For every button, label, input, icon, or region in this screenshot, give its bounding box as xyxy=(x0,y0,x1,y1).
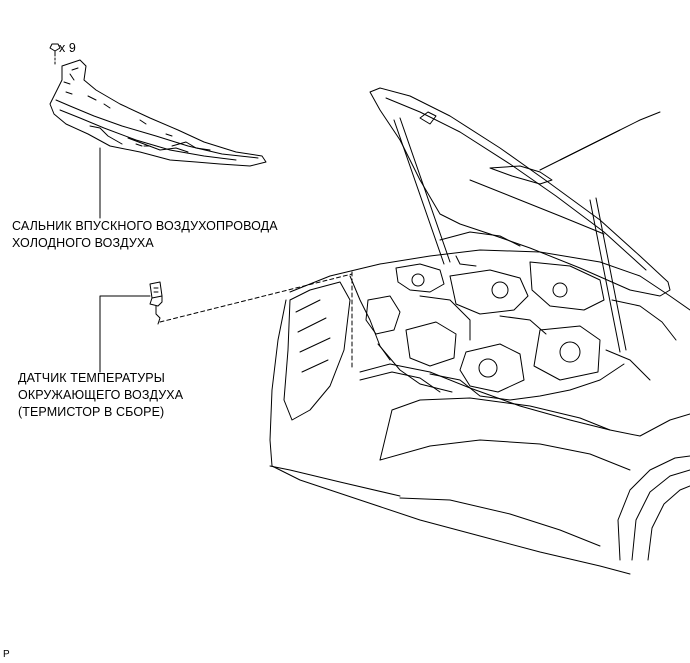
ambient-temperature-sensor-icon xyxy=(149,281,163,325)
seal-label-line-1: САЛЬНИК ВПУСКНОГО ВОЗДУХОПРОВОДА xyxy=(12,219,278,233)
car-front-illustration xyxy=(269,87,690,575)
cold-air-intake-seal xyxy=(49,59,267,167)
sensor-label-line-3: (ТЕРМИСТОР В СБОРЕ) xyxy=(18,405,165,419)
seal-part-label: САЛЬНИК ВПУСКНОГО ВОЗДУХОПРОВОДА ХОЛОДНО… xyxy=(12,218,278,252)
seal-label-line-2: ХОЛОДНОГО ВОЗДУХА xyxy=(12,236,154,250)
sensor-location-dashed-line xyxy=(159,273,353,323)
sensor-leader-line xyxy=(99,295,151,373)
clip-fastener-icon xyxy=(49,43,61,67)
fastener-count-label: x 9 xyxy=(59,41,76,55)
sensor-part-label: ДАТЧИК ТЕМПЕРАТУРЫ ОКРУЖАЮЩЕГО ВОЗДУХА (… xyxy=(18,370,183,421)
sensor-label-line-2: ОКРУЖАЮЩЕГО ВОЗДУХА xyxy=(18,388,184,402)
sensor-label-line-1: ДАТЧИК ТЕМПЕРАТУРЫ xyxy=(18,371,165,385)
reference-code: P xyxy=(3,649,10,660)
